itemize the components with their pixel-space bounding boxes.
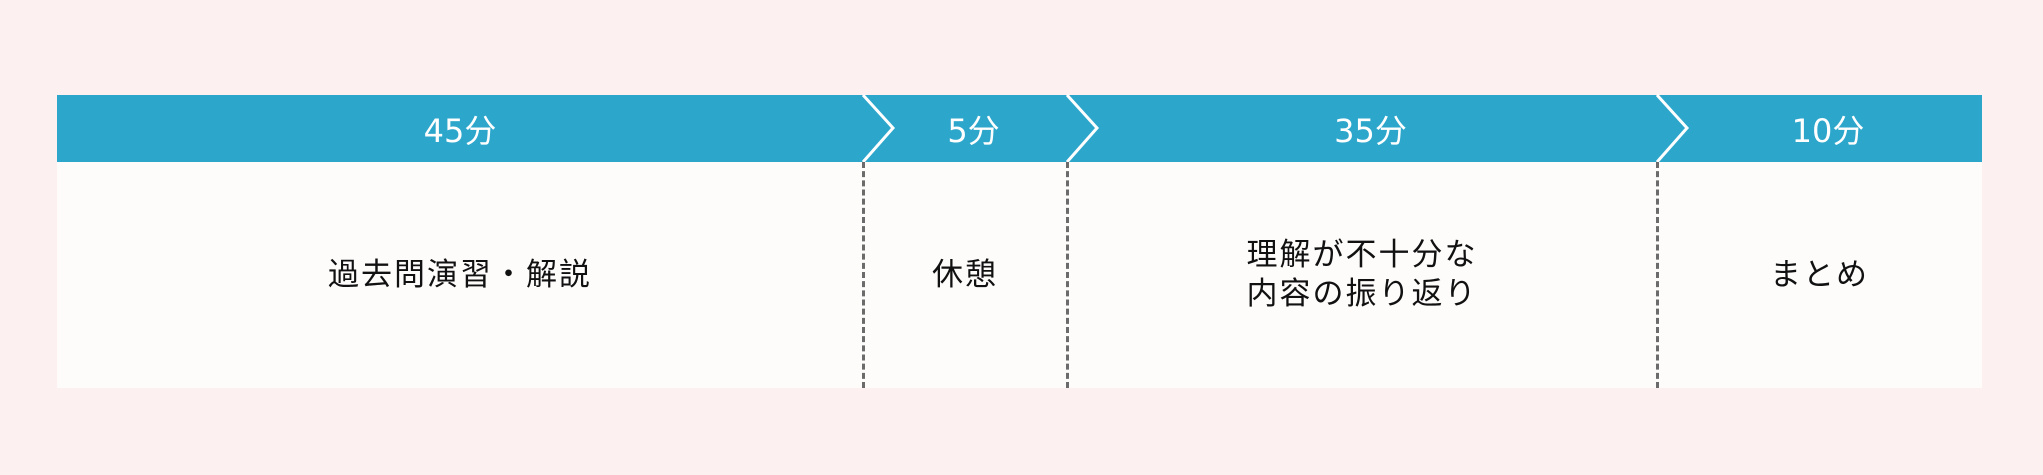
duration-label-1: 45分 (423, 111, 497, 150)
activity-label-2: 休憩 (932, 256, 998, 293)
activity-label-4: まとめ (1770, 256, 1869, 293)
duration-label-2: 5分 (947, 111, 1000, 150)
segment-divider (862, 162, 865, 388)
chevron-icon (1065, 93, 1100, 163)
chevron-icon (861, 93, 896, 163)
activity-label-3: 理解が不十分な 内容の振り返り (1246, 237, 1478, 312)
segment-divider (1656, 162, 1659, 388)
duration-label-3: 35分 (1334, 111, 1407, 150)
segment-divider (1066, 162, 1069, 388)
activity-label-1: 過去問演習・解説 (328, 256, 592, 293)
chevron-icon (1655, 93, 1690, 163)
duration-label-4: 10分 (1791, 111, 1865, 150)
timeline-header-bar (57, 95, 1982, 162)
